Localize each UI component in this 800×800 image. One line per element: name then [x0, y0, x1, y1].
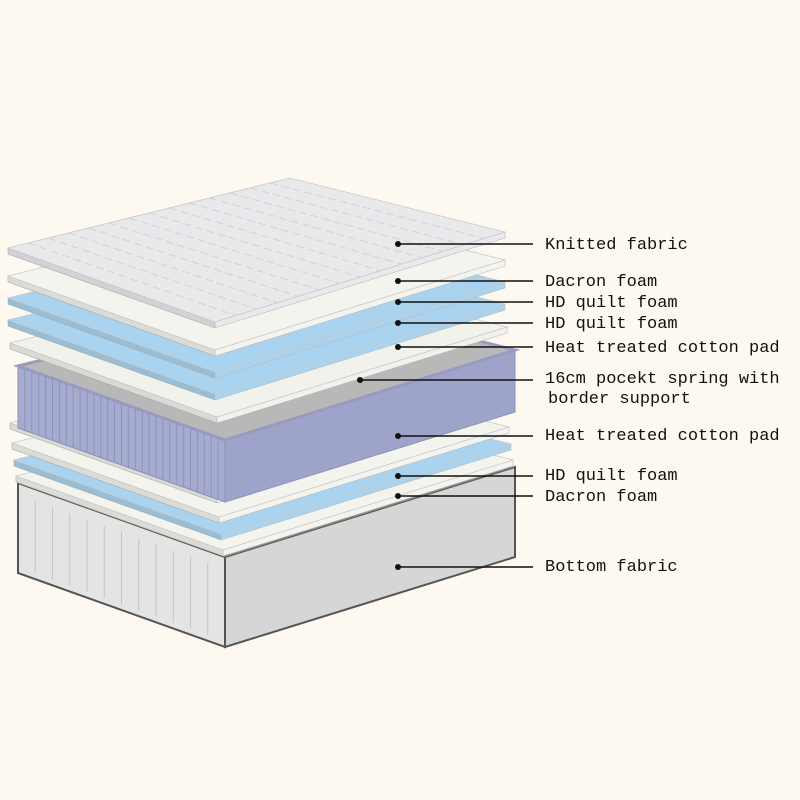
label-hd-quilt-foam-1: HD quilt foam — [545, 294, 678, 313]
quilt-pattern — [229, 192, 443, 252]
label-pocket-spring: 16cm pocekt spring with — [545, 370, 780, 389]
label-pocket-spring-line2: border support — [548, 390, 691, 409]
label-dacron-foam-top: Dacron foam — [545, 273, 658, 292]
quilt-pattern — [169, 207, 381, 272]
label-heat-treated-cotton-pad-top: Heat treated cotton pad — [545, 339, 780, 358]
quilt-pattern — [128, 217, 340, 284]
quilt-pattern — [189, 202, 402, 265]
label-heat-treated-cotton-pad-bottom: Heat treated cotton pad — [545, 427, 780, 446]
quilt-pattern — [148, 212, 361, 278]
quilt-pattern — [48, 237, 257, 310]
label-bottom-fabric: Bottom fabric — [545, 558, 678, 577]
quilt-pattern — [27, 242, 236, 317]
knitted-fabric-top — [6, 177, 507, 323]
label-dacron-foam-bottom: Dacron foam — [545, 488, 658, 507]
bottom-fabric-right — [224, 465, 516, 649]
quilt-pattern — [108, 222, 319, 291]
quilt-pattern — [209, 197, 423, 259]
quilt-pattern — [68, 232, 278, 304]
label-knitted-fabric: Knitted fabric — [545, 236, 688, 255]
quilt-pattern — [269, 182, 485, 239]
label-hd-quilt-foam-3: HD quilt foam — [545, 467, 678, 486]
label-hd-quilt-foam-2: HD quilt foam — [545, 315, 678, 334]
quilt-pattern — [88, 227, 299, 297]
quilt-pattern — [249, 187, 464, 246]
